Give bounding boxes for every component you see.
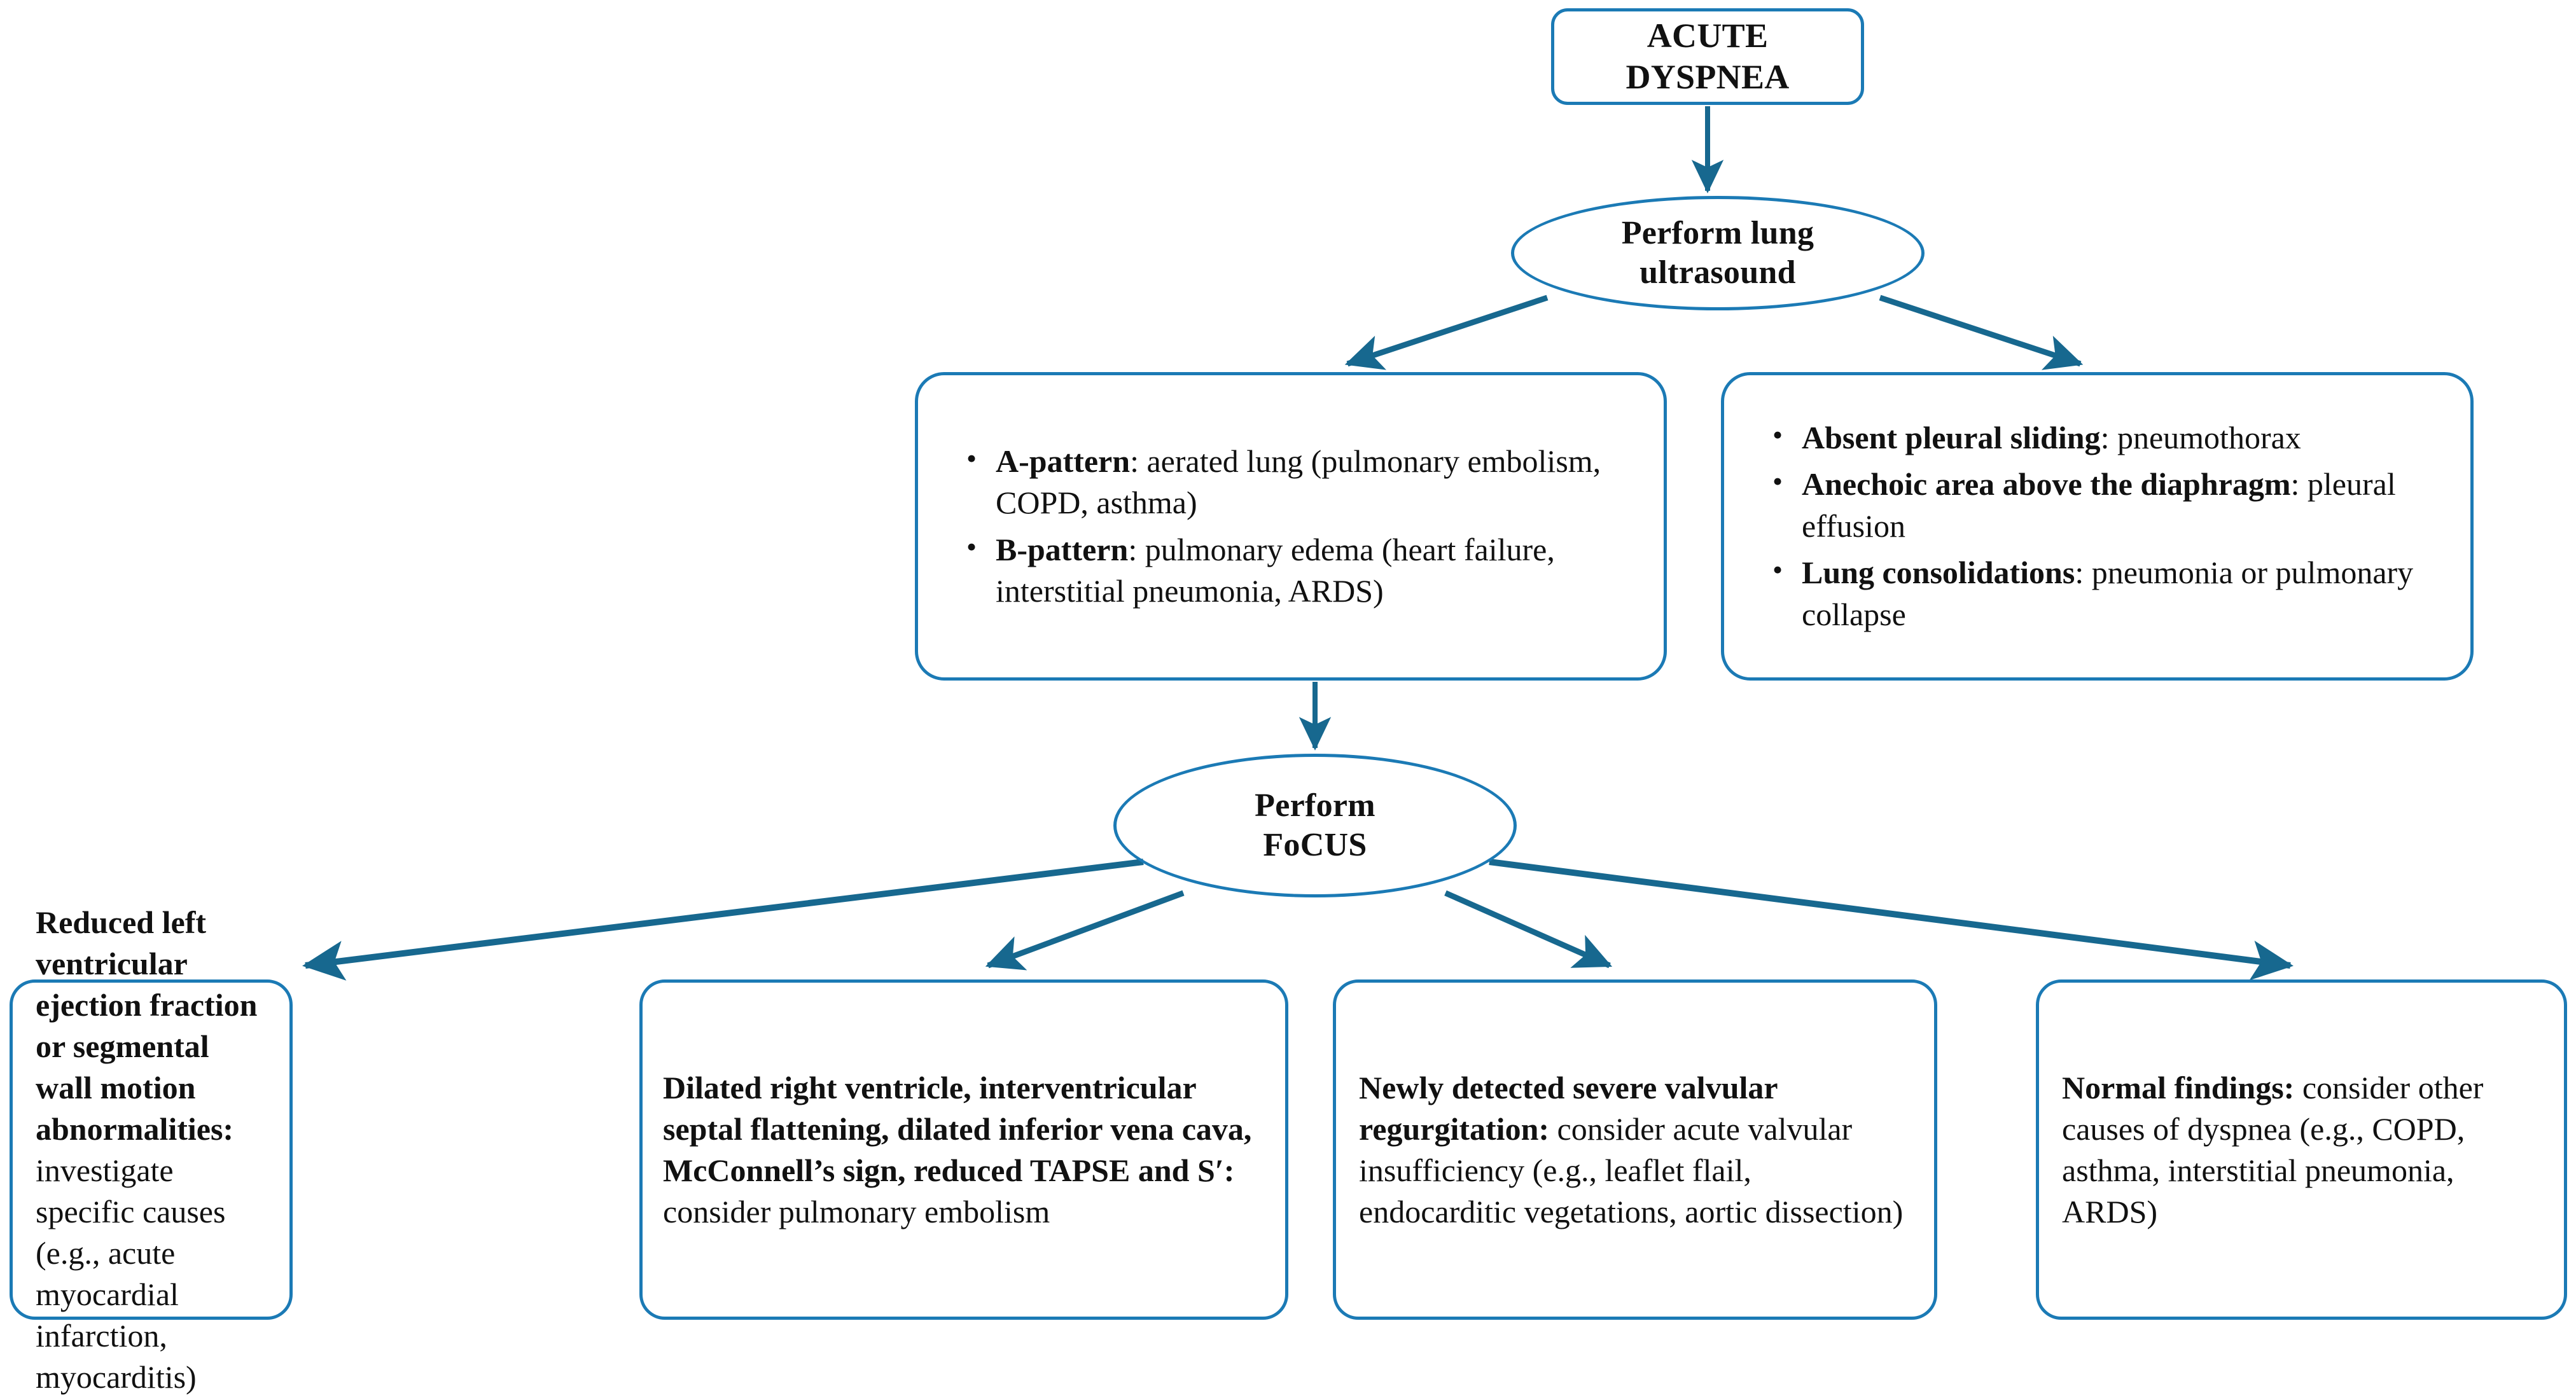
lv-dysfunction-text: Reduced left ventricular ejection fracti…	[13, 902, 289, 1398]
connector-layer	[302, 106, 2294, 981]
edge-lung-ultrasound-to-pleural-findings	[1879, 294, 2084, 370]
node-normal-findings[interactable]: Normal findings: consider other causes o…	[2036, 979, 2567, 1320]
node-perform-lung-ultrasound[interactable]: Perform lung ultrasound	[1511, 196, 1925, 310]
bullet-term: A-pattern	[996, 443, 1131, 479]
bullet-separator: :	[2075, 555, 2092, 591]
node-pleural-findings[interactable]: Absent pleural sliding: pneumothorax Ane…	[1721, 372, 2474, 681]
bullet-separator: :	[2290, 466, 2308, 502]
bullet-description: pneumothorax	[2117, 419, 2301, 455]
list-item: A-pattern: aerated lung (pulmonary embol…	[966, 439, 1642, 524]
bullet-term: Absent pleural sliding	[1802, 419, 2101, 455]
outcome-description: consider pulmonary embolism	[663, 1193, 1050, 1229]
node-perform-focus-line1: Perform	[1255, 787, 1375, 824]
outcome-description: consider other causes of dyspnea (e.g., …	[2062, 1069, 2484, 1229]
outcome-term: Normal findings:	[2062, 1069, 2295, 1105]
list-item: Lung consolidations: pneumonia or pulmon…	[1772, 551, 2449, 635]
bullet-separator: :	[2100, 419, 2117, 455]
bullet-description: pulmonary edema (heart failure, intersti…	[996, 531, 1555, 609]
node-a-b-pattern[interactable]: A-pattern: aerated lung (pulmonary embol…	[915, 372, 1667, 681]
bullet-description: pneumonia or pulmonary collapse	[1802, 555, 2414, 632]
pleural-findings-bullet-list: Absent pleural sliding: pneumothorax Ane…	[1724, 416, 2470, 636]
node-lv-dysfunction[interactable]: Reduced left ventricular ejection fracti…	[10, 904, 293, 1395]
node-acute-dyspnea[interactable]: ACUTE DYSPNEA	[1551, 8, 1864, 105]
edge-focus-to-normal-findings	[1489, 859, 2294, 981]
node-valvular[interactable]: Newly detected severe valvular regurgita…	[1333, 979, 1937, 1320]
edge-lung-ultrasound-to-a-b-pattern	[1344, 294, 1549, 370]
node-perform-focus[interactable]: Perform FoCUS	[1113, 754, 1517, 897]
node-perform-lung-ultrasound-line2: ultrasound	[1640, 254, 1796, 291]
bullet-term: Anechoic area above the diaphragm	[1802, 466, 2291, 502]
edge-focus-to-rv-strain	[985, 890, 1185, 971]
node-perform-lung-ultrasound-line1: Perform lung	[1621, 214, 1814, 251]
list-item: Absent pleural sliding: pneumothorax	[1772, 416, 2449, 459]
node-acute-dyspnea-line1: ACUTE	[1647, 17, 1769, 55]
bullet-description: pleural effusion	[1802, 466, 2396, 544]
flowchart-canvas: ACUTE DYSPNEA Perform lung ultrasound A-…	[0, 0, 2576, 1324]
a-b-pattern-bullet-list: A-pattern: aerated lung (pulmonary embol…	[918, 439, 1664, 612]
node-rv-strain[interactable]: Dilated right ventricle, interventricula…	[639, 979, 1288, 1320]
edge-focus-to-lv-dysfunction	[302, 859, 1144, 981]
outcome-description: investigate specific causes (e.g., acute…	[36, 1152, 226, 1395]
bullet-description: aerated lung (pulmonary embolism, COPD, …	[996, 443, 1601, 521]
bullet-separator: :	[1128, 531, 1145, 567]
normal-findings-text: Normal findings: consider other causes o…	[2039, 1067, 2564, 1233]
outcome-term: Dilated right ventricle, interventricula…	[663, 1069, 1252, 1188]
outcome-description: consider acute valvular insufficiency (e…	[1359, 1111, 1904, 1229]
list-item: Anechoic area above the diaphragm: pleur…	[1772, 462, 2449, 547]
rv-strain-text: Dilated right ventricle, interventricula…	[643, 1067, 1285, 1233]
outcome-term: Reduced left ventricular ejection fracti…	[36, 904, 258, 1147]
valvular-text: Newly detected severe valvular regurgita…	[1336, 1067, 1934, 1233]
bullet-term: B-pattern	[996, 531, 1129, 567]
edge-focus-to-valvular	[1444, 890, 1613, 969]
bullet-term: Lung consolidations	[1802, 555, 2075, 591]
outcome-term: Newly detected severe valvular regurgita…	[1359, 1069, 1778, 1147]
node-acute-dyspnea-line2: DYSPNEA	[1626, 58, 1790, 96]
list-item: B-pattern: pulmonary edema (heart failur…	[966, 528, 1642, 612]
node-perform-focus-line2: FoCUS	[1263, 827, 1367, 863]
bullet-separator: :	[1130, 443, 1147, 479]
